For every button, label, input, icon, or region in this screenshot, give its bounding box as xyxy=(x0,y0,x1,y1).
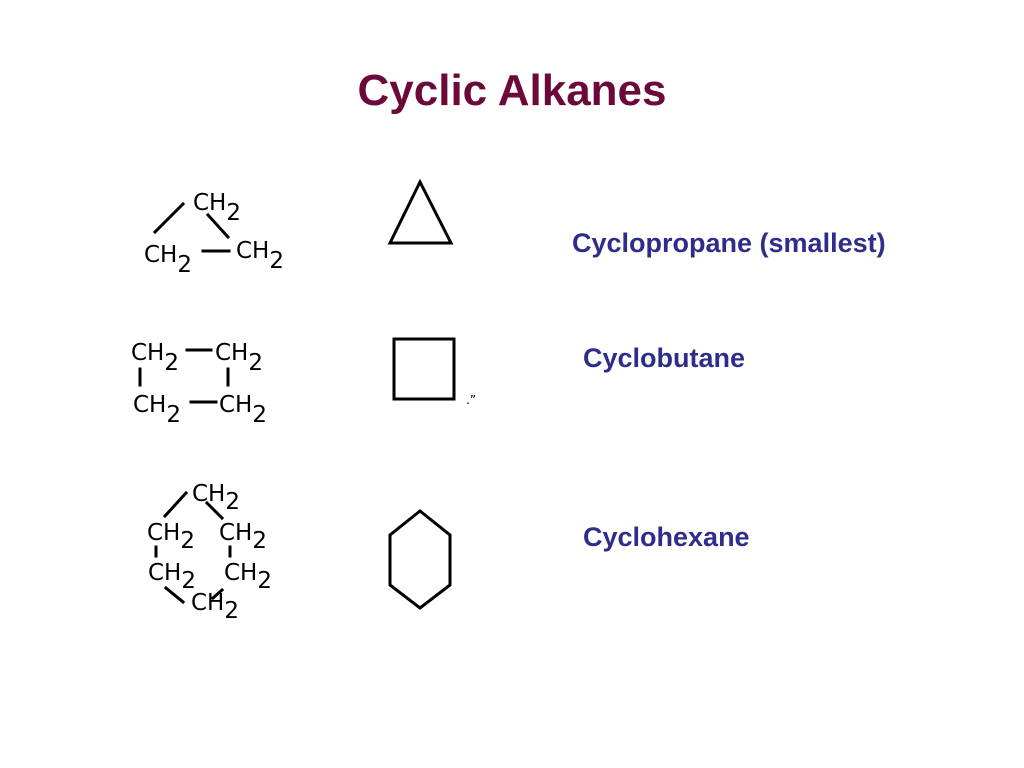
ch2-group: CH2 xyxy=(224,560,272,594)
ch2-group: CH2 xyxy=(219,392,267,428)
stray-mark: .” xyxy=(466,393,476,407)
bond-line xyxy=(205,212,231,240)
ch2-group: CH2 xyxy=(131,340,179,376)
square-skeletal xyxy=(392,337,456,401)
ch2-group: CH2 xyxy=(219,520,267,554)
ch2-group: CH2 xyxy=(144,242,192,278)
label-cyclobutane: Cyclobutane xyxy=(583,343,746,373)
bond-line xyxy=(162,490,189,519)
ch2-group: CH2 xyxy=(191,590,239,624)
ch2-group: CH2 xyxy=(193,190,241,226)
ch2-group: CH2 xyxy=(147,520,195,554)
ch2-group: CH2 xyxy=(133,392,181,428)
bond-line xyxy=(204,500,225,521)
cyclohexane-condensed: CH2 CH2 CH2 CH2 CH2 CH2 xyxy=(147,481,272,624)
page-title: Cyclic Alkanes xyxy=(357,66,667,115)
ch2-group: CH2 xyxy=(215,340,263,376)
bond-line xyxy=(163,585,186,605)
ch2-group: CH2 xyxy=(148,560,196,594)
label-cyclohexane: Cyclohexane xyxy=(583,522,750,552)
cyclobutane-condensed: CH2 CH2 CH2 CH2 xyxy=(131,340,267,428)
ch2-group: CH2 xyxy=(236,238,284,274)
hexagon-skeletal xyxy=(388,509,452,610)
bond-line xyxy=(210,587,225,601)
bond-line xyxy=(152,201,186,235)
label-cyclopropane: Cyclopropane (smallest) xyxy=(572,228,886,258)
triangle-skeletal xyxy=(387,178,454,245)
cyclopropane-condensed: CH2 CH2 CH2 xyxy=(144,190,284,278)
